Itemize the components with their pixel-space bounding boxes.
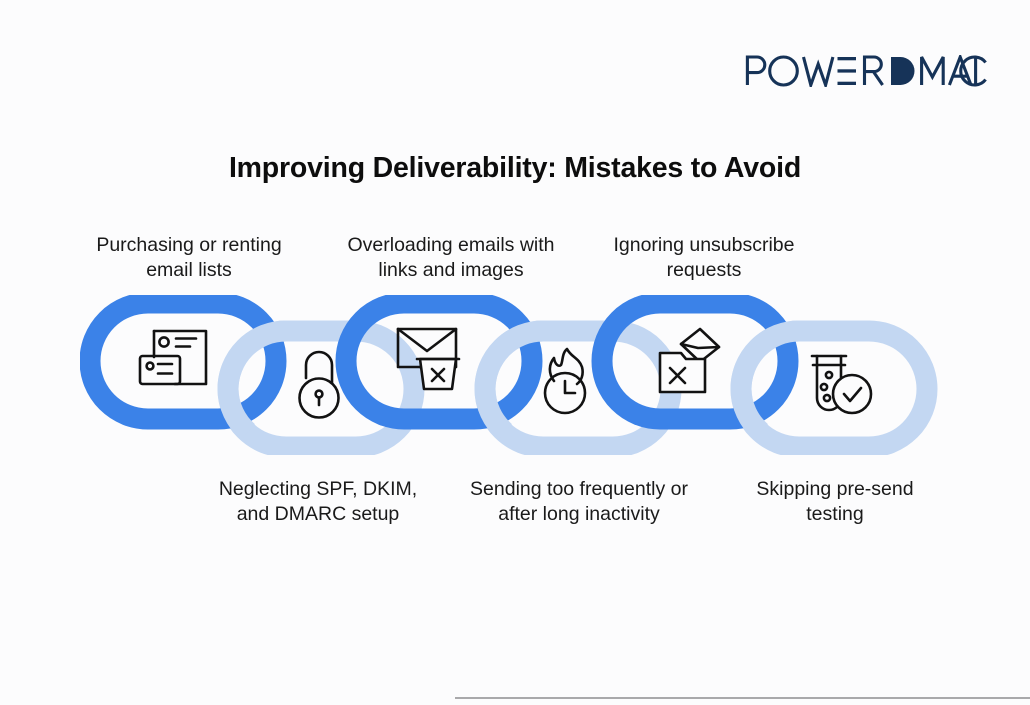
chain-diagram xyxy=(80,295,950,455)
chain-weave-overlaps xyxy=(217,320,800,440)
unsubscribe-tray-icon xyxy=(658,327,721,394)
chain-link-0[interactable] xyxy=(80,295,287,430)
logo-d-solid xyxy=(891,57,915,85)
logo-e-bars xyxy=(837,57,856,85)
chain-links-svg xyxy=(80,295,938,455)
chain-link-0-label: Purchasing or renting email lists xyxy=(96,234,282,281)
chain-link-0-ring xyxy=(80,295,287,430)
weave-5 xyxy=(730,320,800,440)
open-padlock-icon xyxy=(298,350,340,419)
weave-1 xyxy=(217,320,287,440)
chain-link-1-label: Neglecting SPF, DKIM, and DMARC setup xyxy=(218,478,418,525)
chain-link-4[interactable] xyxy=(591,295,799,430)
weave-3 xyxy=(474,320,544,440)
chain-link-5-label: Skipping pre-send testing xyxy=(756,478,914,525)
chain-link-2[interactable] xyxy=(335,295,543,430)
chain-link-2-label: Overloading emails with links and images xyxy=(347,234,555,281)
chain-link-3-label: Sending too frequently or after long ina… xyxy=(470,478,688,525)
powerdmarc-logo-mark xyxy=(745,55,987,87)
chain-link-4-ring xyxy=(591,295,799,430)
chain-link-2-ring xyxy=(335,295,543,430)
bottom-divider xyxy=(455,697,1030,699)
burning-clock-icon xyxy=(543,347,587,415)
envelope-trash-icon xyxy=(396,327,461,391)
page-title: Improving Deliverability: Mistakes to Av… xyxy=(228,152,802,184)
chain-link-4-label: Ignoring unsubscribe requests xyxy=(613,234,795,281)
contact-list-icon xyxy=(138,329,208,386)
powerdmarc-logo xyxy=(745,52,987,90)
test-tube-check-icon xyxy=(810,354,873,415)
